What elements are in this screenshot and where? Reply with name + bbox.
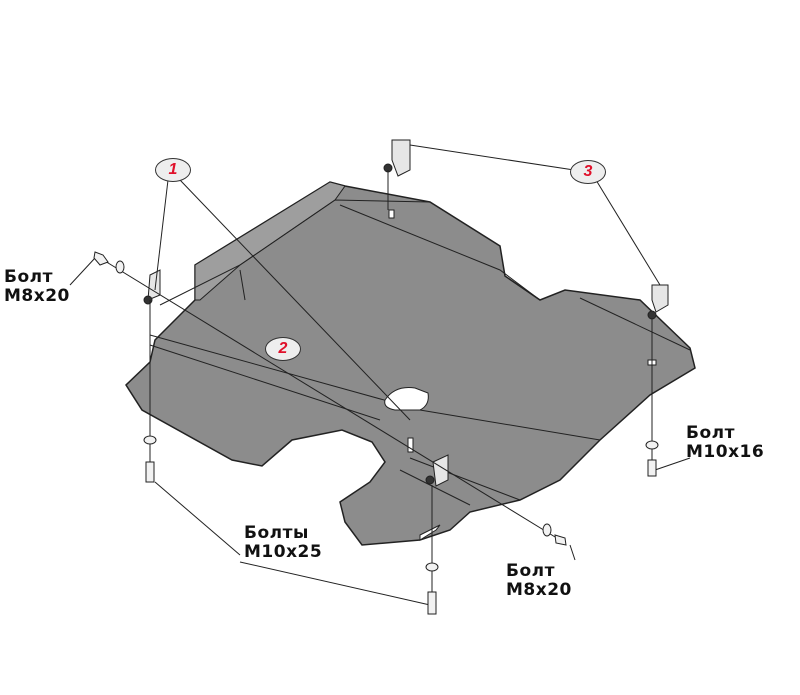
- callout-part-2: 2: [265, 337, 301, 361]
- label-line-1: Болты: [244, 523, 309, 543]
- skid-plate: [125, 181, 696, 546]
- callout-part-1: 1: [155, 158, 191, 182]
- mounting-brackets: [143, 139, 669, 487]
- leader-lines: [69, 144, 691, 610]
- slot: [388, 209, 395, 219]
- slot: [407, 437, 414, 453]
- label-bolt-m8x20-left: Болт M8x20: [4, 268, 70, 306]
- label-line-2: M10x25: [244, 542, 323, 562]
- label-bolt-m10x16: Болт M10x16: [686, 424, 764, 462]
- label-bolt-m8x20-bottom: Болт M8x20: [506, 562, 572, 600]
- callout-part-3: 3: [570, 160, 606, 184]
- label-line-2: M8x20: [506, 580, 572, 600]
- label-line-1: Болт: [506, 561, 555, 581]
- label-line-2: M8x20: [4, 286, 70, 306]
- fasteners: [93, 251, 659, 615]
- plate-ridges: [149, 199, 691, 506]
- slot: [419, 524, 441, 541]
- label-line-2: M10x16: [686, 442, 765, 462]
- label-bolts-m10x25: Болты M10x25: [244, 524, 322, 562]
- label-line-1: Болт: [686, 423, 735, 443]
- label-line-1: Болт: [4, 267, 53, 287]
